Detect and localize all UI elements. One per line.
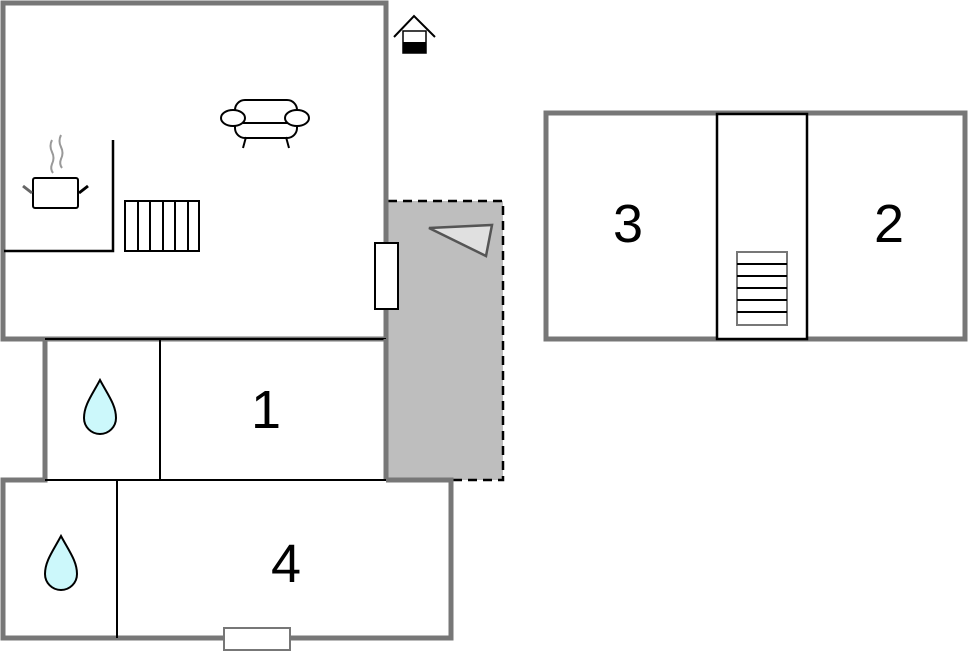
terrace-triangle-icon (428, 223, 494, 258)
water-drop-icon (43, 533, 79, 591)
staircase-icon (124, 200, 200, 252)
room-3-label: 3 (613, 194, 643, 254)
window (223, 627, 291, 651)
cooking-pot-icon (22, 134, 89, 209)
bathroom-1 (3, 336, 389, 483)
bedroom-4 (0, 477, 454, 651)
door (374, 242, 399, 310)
terrace (388, 199, 505, 482)
room-1-label: 1 (251, 380, 281, 440)
staircase-icon (736, 251, 788, 326)
house-entrance-icon (393, 14, 436, 54)
upper-floor (543, 110, 968, 342)
sofa-icon (220, 99, 310, 149)
living-kitchen-room (0, 0, 399, 342)
room-2-label: 2 (874, 194, 904, 254)
room-4-label: 4 (271, 534, 301, 594)
water-drop-icon (82, 377, 118, 435)
